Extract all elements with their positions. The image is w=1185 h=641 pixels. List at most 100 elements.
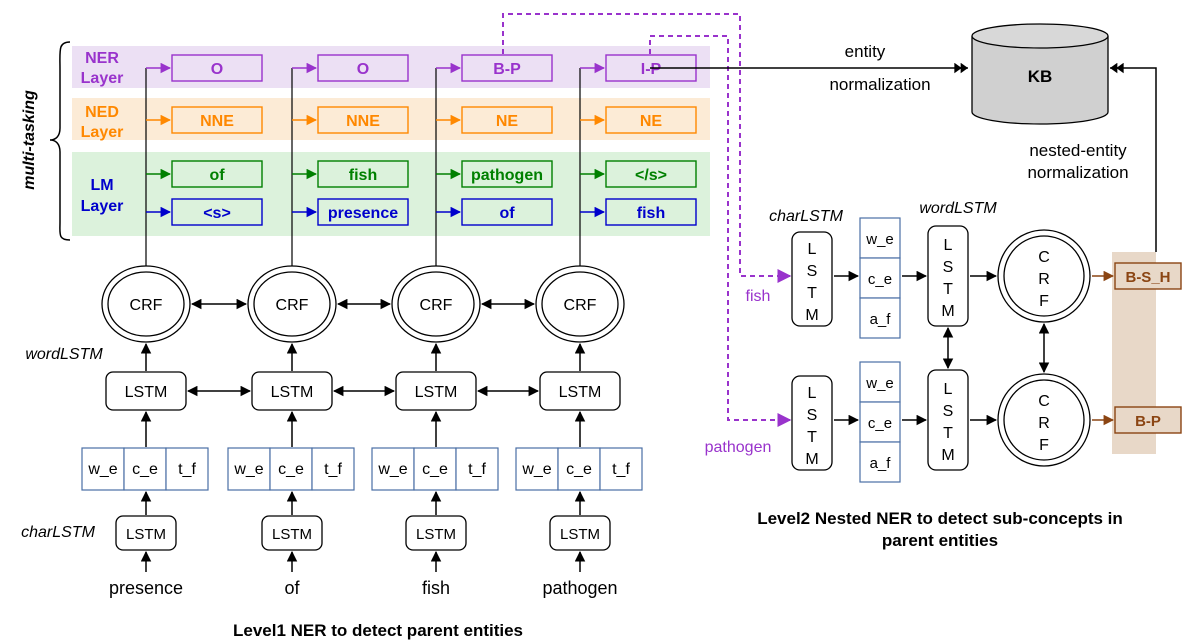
lstm-letter: S	[943, 403, 954, 420]
crf-letter: C	[1038, 393, 1050, 410]
level2-output-label: B-P	[1135, 413, 1161, 430]
crf-letter: F	[1039, 437, 1049, 454]
ned-cell-label: NNE	[346, 113, 380, 130]
lstm-letter: M	[805, 451, 818, 468]
feature-cell	[599, 447, 643, 491]
lm-forward-label: fish	[349, 167, 377, 184]
char-lstm-label: LSTM	[416, 526, 456, 543]
level2-feature-label: a_f	[870, 455, 892, 472]
crf-label: CRF	[276, 297, 309, 314]
kb-label: KB	[1028, 67, 1053, 86]
crf-letter: R	[1038, 415, 1050, 432]
crf-node	[535, 265, 625, 343]
ner-cell	[461, 54, 553, 82]
level2-output-label: B-S_H	[1125, 269, 1170, 286]
level2-feature-cell	[859, 297, 901, 339]
level2-crf-node	[997, 373, 1091, 467]
feature-label: c_e	[566, 461, 592, 478]
char-lstm-node	[549, 515, 611, 551]
nested-normalization-label-1: nested-entity	[1029, 141, 1127, 160]
feature-label: c_e	[132, 461, 158, 478]
lm-forward-cell	[317, 160, 409, 188]
word-lstm-node	[395, 371, 477, 411]
lstm-letter: L	[808, 241, 817, 258]
char-lstm-label: LSTM	[560, 526, 600, 543]
level2-word-lstm-node	[927, 225, 969, 327]
feature-cell	[269, 447, 313, 491]
ned-cell	[317, 106, 409, 134]
lstm-letter: M	[805, 307, 818, 324]
level2-caption-2: parent entities	[882, 531, 998, 550]
char-lstm-label: LSTM	[126, 526, 166, 543]
lm-forward-cell	[605, 160, 697, 188]
feature-label: t_f	[612, 461, 630, 478]
level2-word-lstm-node	[927, 369, 969, 471]
level2-crf-node	[997, 229, 1091, 323]
input-token: presence	[109, 578, 183, 598]
level2-feature-label: w_e	[865, 375, 894, 392]
feature-label: w_e	[521, 461, 551, 478]
level2-feature-cell	[859, 441, 901, 483]
ner-cell-label: O	[357, 61, 369, 78]
lstm-letter: M	[941, 303, 954, 320]
entity-normalization-label-1: entity	[845, 42, 886, 61]
feature-cell	[227, 447, 271, 491]
lm-backward-cell	[317, 198, 409, 226]
lstm-letter: T	[807, 285, 817, 302]
crf-letter: C	[1038, 249, 1050, 266]
feature-label: w_e	[233, 461, 263, 478]
word-lstm-node	[251, 371, 333, 411]
feature-cell	[81, 447, 125, 491]
lm-backward-cell	[171, 198, 263, 226]
lm-backward-label: fish	[637, 205, 665, 222]
lm-forward-label: </s>	[635, 167, 667, 184]
ned-layer-label-2: Layer	[81, 124, 124, 141]
ner-layer-label-1: NER	[85, 50, 119, 67]
ner-cell-label: I-P	[641, 61, 662, 78]
lstm-label: LSTM	[415, 384, 458, 401]
feature-cell	[165, 447, 209, 491]
level2-feature-label: c_e	[868, 271, 892, 288]
crf-node	[247, 265, 337, 343]
char-lstm-node	[115, 515, 177, 551]
char-lstm-node	[261, 515, 323, 551]
input-token: of	[284, 578, 300, 598]
ner-cell-label: O	[211, 61, 223, 78]
feature-label: w_e	[377, 461, 407, 478]
ner-layer-label-2: Layer	[81, 70, 124, 87]
ned-cell-label: NNE	[200, 113, 234, 130]
crf-letter: R	[1038, 271, 1050, 288]
lstm-label: LSTM	[559, 384, 602, 401]
lm-forward-label: pathogen	[471, 167, 543, 184]
ner-cell	[317, 54, 409, 82]
level2-output-cell	[1114, 262, 1182, 290]
crf-label: CRF	[564, 297, 597, 314]
feature-label: t_f	[324, 461, 342, 478]
nested-normalization-label-2: normalization	[1027, 163, 1128, 182]
crf-label: CRF	[420, 297, 453, 314]
level2-input-label: pathogen	[705, 439, 772, 456]
lm-backward-cell	[461, 198, 553, 226]
level2-charlstm-label: charLSTM	[769, 208, 843, 225]
feature-cell	[413, 447, 457, 491]
input-token: pathogen	[542, 578, 617, 598]
level1-charlstm-label: charLSTM	[21, 524, 95, 541]
lm-layer-label-2: Layer	[81, 198, 124, 215]
lm-forward-label: of	[209, 167, 225, 184]
lm-backward-label: presence	[328, 205, 398, 222]
feature-label: c_e	[422, 461, 448, 478]
crf-node	[101, 265, 191, 343]
ned-cell-label: NE	[496, 113, 519, 130]
level1-caption: Level1 NER to detect parent entities	[233, 621, 523, 640]
input-token: fish	[422, 578, 450, 598]
crf-node	[391, 265, 481, 343]
char-lstm-label: LSTM	[272, 526, 312, 543]
lstm-letter: S	[807, 407, 818, 424]
crf-label: CRF	[130, 297, 163, 314]
lstm-label: LSTM	[125, 384, 168, 401]
